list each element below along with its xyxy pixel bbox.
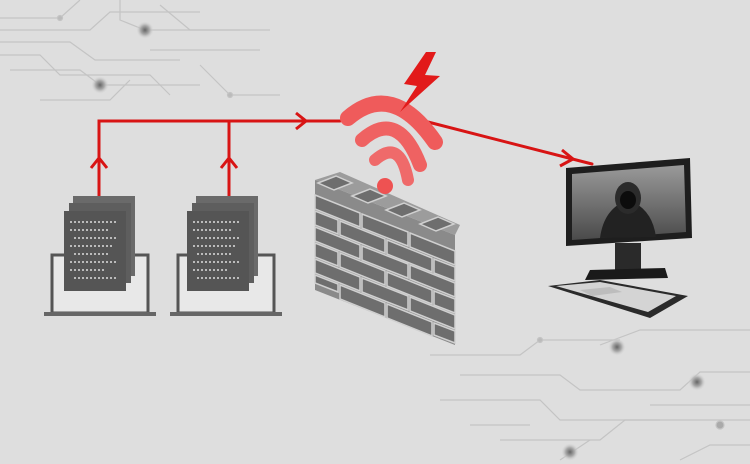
arrow-up-icon	[219, 155, 239, 169]
arrow-right-icon	[295, 111, 309, 131]
lightning-icon	[400, 52, 440, 112]
circuit-node	[91, 76, 109, 94]
circuit-node	[688, 373, 706, 391]
document-icon	[187, 196, 258, 291]
circuit-pattern-bottom-right	[430, 329, 750, 461]
hacker-icon	[600, 182, 656, 238]
circuit-node	[608, 338, 626, 356]
circuit-pattern-top-left	[0, 0, 280, 101]
firewall-icon	[314, 172, 460, 345]
document-icon	[64, 196, 135, 291]
circuit-node	[136, 21, 154, 39]
keyboard-icon	[548, 280, 688, 318]
arrow-up-icon	[89, 155, 109, 169]
wifi-icon	[340, 95, 443, 194]
circuit-node	[561, 443, 579, 461]
arrow-right-icon	[559, 148, 576, 168]
